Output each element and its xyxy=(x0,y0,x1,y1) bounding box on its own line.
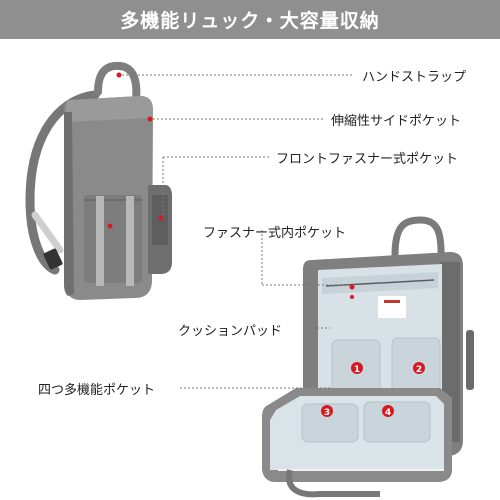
callout-four-pockets: 四つ多機能ポケット xyxy=(38,383,156,398)
callout-front-zip-pocket: フロントファスナー式ポケット xyxy=(276,152,459,167)
pocket-badge-3 xyxy=(321,405,333,417)
open-view-backpack xyxy=(262,216,474,498)
callout-inner-zip-pocket: ファスナー式内ポケット xyxy=(203,226,347,241)
pocket-number-2: 2 xyxy=(416,365,422,375)
pocket-badge-1 xyxy=(351,362,363,374)
callout-side-pocket: 伸縮性サイドポケット xyxy=(331,114,462,129)
pocket-badge-2 xyxy=(413,362,425,374)
callout-cushion-pad: クッションパッド xyxy=(178,324,283,339)
side-view-backpack xyxy=(25,61,172,300)
title-banner: 多機能リュック・大容量収納 xyxy=(0,0,500,39)
pocket-badge-4 xyxy=(382,405,394,417)
banner-title: 多機能リュック・大容量収納 xyxy=(120,10,380,32)
pocket-number-1: 1 xyxy=(354,365,360,375)
pocket-number-3: 3 xyxy=(324,408,330,418)
callout-lines xyxy=(122,74,352,389)
callout-hand-strap: ハンドストラップ xyxy=(362,70,467,85)
pocket-number-badges: 1 2 3 4 xyxy=(321,362,425,418)
pocket-number-4: 4 xyxy=(385,408,391,418)
